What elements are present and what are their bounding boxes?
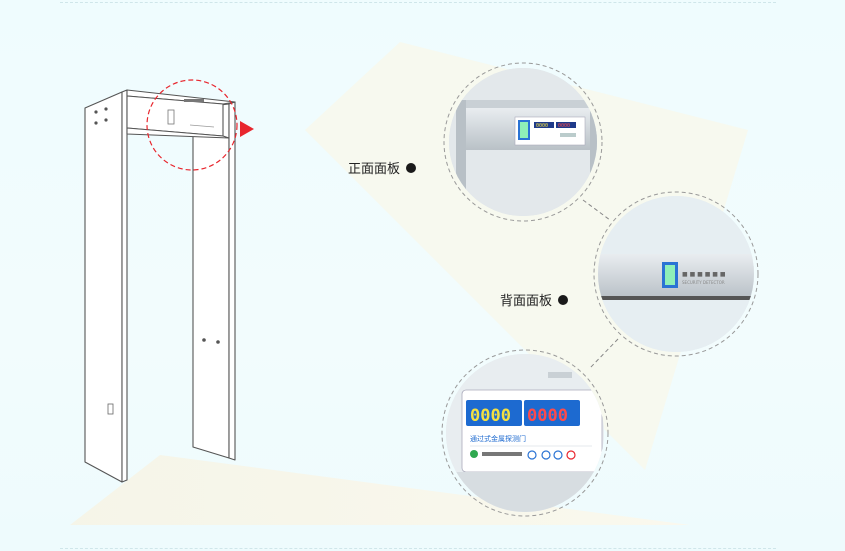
svg-text:0000: 0000 — [558, 123, 570, 129]
bottom-divider — [60, 548, 776, 549]
detector-gate-drawing — [84, 89, 236, 483]
svg-text:通过式金属探测门: 通过式金属探测门 — [470, 434, 526, 443]
front-panel-label-text: 正面面板 — [348, 162, 401, 177]
detector-details — [94, 99, 220, 415]
red-arrow-icon — [240, 121, 254, 137]
right-pillar-side — [228, 101, 236, 461]
highlight-circle — [146, 79, 238, 171]
svg-text:■ ■ ■ ■ ■ ■: ■ ■ ■ ■ ■ ■ — [682, 271, 726, 278]
svg-text:0000: 0000 — [536, 123, 548, 129]
svg-text:SECURITY DETECTOR: SECURITY DETECTOR — [682, 280, 725, 285]
right-digit-display: 0000 — [527, 406, 568, 426]
left-pillar-side — [121, 89, 128, 483]
background-plane — [305, 42, 748, 470]
top-beam-bottom — [126, 127, 230, 139]
front-panel-label: 正面面板 — [348, 158, 417, 177]
zoom-circle-front-beam: 0000 0000 — [443, 62, 603, 222]
bullet-dot-icon — [558, 294, 569, 305]
left-pillar-front — [84, 91, 123, 483]
back-panel-label-text: 背面面板 — [500, 294, 553, 309]
top-divider — [60, 2, 776, 3]
bullet-dot-icon — [406, 162, 417, 173]
zoom-circle-back-beam: ■ ■ ■ ■ ■ ■ SECURITY DETECTOR — [593, 191, 759, 357]
back-panel-label: 背面面板 — [500, 290, 569, 309]
left-digit-display: 0000 — [470, 406, 511, 426]
zoom-circle-control-panel: 0000 0000 通过式金属探测门 — [441, 349, 609, 517]
